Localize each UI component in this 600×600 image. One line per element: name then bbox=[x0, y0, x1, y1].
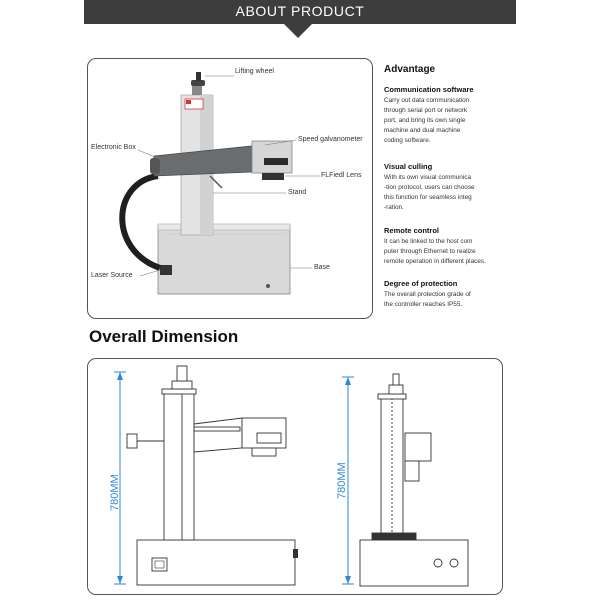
lifting-wheel bbox=[191, 80, 205, 86]
cable bbox=[119, 173, 162, 271]
advantage-item-heading: Remote control bbox=[384, 226, 440, 235]
front-view bbox=[126, 365, 298, 586]
callout-laser-source: Laser Source bbox=[91, 272, 133, 279]
advantage-item: Degree of protection The overall protect… bbox=[384, 279, 504, 310]
base-shape bbox=[157, 225, 291, 295]
front-port bbox=[151, 557, 168, 572]
advantage-title: Advantage bbox=[384, 64, 436, 75]
front-column bbox=[163, 391, 195, 541]
section-title: Overall Dimension bbox=[89, 327, 239, 346]
laser-source-port bbox=[160, 265, 172, 275]
callout-lifting-wheel: Lifting wheel bbox=[235, 68, 274, 75]
callout-stand: Stand bbox=[288, 189, 307, 196]
side-knob bbox=[449, 558, 459, 568]
galvanometer-head bbox=[251, 140, 293, 174]
field-lens bbox=[262, 173, 284, 180]
base-knob bbox=[266, 284, 270, 288]
callout-electronic-box: Electronic Box bbox=[91, 144, 136, 151]
base-top bbox=[157, 223, 291, 231]
side-galvo bbox=[404, 432, 432, 462]
advantage-item-text: Carry out data communication through ser… bbox=[384, 97, 470, 144]
page-title: ABOUT PRODUCT bbox=[235, 3, 365, 19]
side-lifting-wheel bbox=[392, 373, 400, 386]
warning-label bbox=[184, 98, 204, 110]
callout-speed-galvanometer: Speed galvanometer bbox=[298, 136, 363, 143]
side-knob bbox=[433, 558, 443, 568]
front-lifting-wheel bbox=[171, 380, 193, 390]
header-banner: ABOUT PRODUCT bbox=[84, 0, 516, 24]
advantage-item: Visual culling With its own visual commu… bbox=[384, 162, 504, 213]
advantage-item-text: It can be linked to the host com puter t… bbox=[384, 238, 486, 265]
advantage-item-text: With its own visual communica -tion prot… bbox=[384, 174, 475, 211]
advantage-item: Remote control It can be linked to the h… bbox=[384, 226, 504, 267]
side-view bbox=[359, 373, 469, 587]
callout-field-lens: FLFiedl Lens bbox=[321, 172, 362, 179]
advantage-item-heading: Visual culling bbox=[384, 162, 433, 171]
front-base bbox=[136, 539, 296, 586]
advantage-item-text: The overall protection grade of the cont… bbox=[384, 291, 471, 308]
advantage-item: Communication software Carry out data co… bbox=[384, 85, 504, 146]
banner-notch bbox=[284, 24, 312, 38]
callout-base: Base bbox=[314, 264, 330, 271]
front-height-label: 780MM bbox=[109, 474, 121, 511]
advantage-item-heading: Degree of protection bbox=[384, 279, 458, 288]
side-height-label: 780MM bbox=[336, 462, 348, 499]
advantage-item-heading: Communication software bbox=[384, 85, 474, 94]
front-arm bbox=[193, 417, 243, 453]
